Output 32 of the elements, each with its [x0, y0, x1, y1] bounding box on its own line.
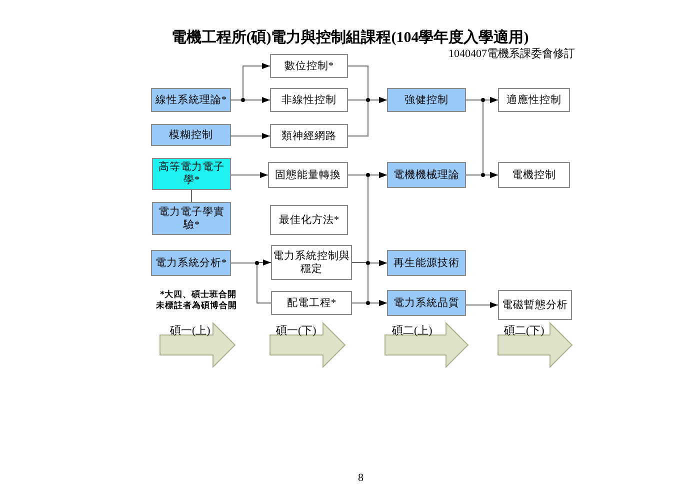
course-box: 電力電子學實驗*: [152, 202, 231, 235]
course-box: 配電工程*: [271, 291, 352, 315]
course-box: 類神經網路: [270, 124, 348, 148]
course-box: 電機控制: [498, 162, 570, 188]
semester-label: 碩一(下): [276, 324, 316, 339]
connector-arrow: [230, 172, 268, 178]
semester-label: 碩二(上): [392, 324, 432, 339]
connector-arrow: [348, 97, 388, 136]
course-box: 電力系統控制與穩定: [271, 245, 352, 280]
course-box: 電機機械理論: [387, 162, 466, 188]
semester-label: 碩二(下): [504, 324, 544, 339]
course-box: 強健控制: [387, 88, 466, 112]
course-box: 高等電力電子學*: [152, 158, 231, 190]
course-box: 線性系統理論*: [151, 88, 231, 112]
course-box: 最佳化方法*: [270, 205, 348, 235]
course-box: 固態能量轉換: [268, 162, 348, 188]
semester-label: 碩一(上): [170, 324, 210, 339]
course-box: 電力系統分析*: [151, 250, 231, 276]
connector-arrow: [466, 302, 498, 308]
footnote: *大四、碩士班合開: [160, 290, 236, 300]
connector-arrow: [230, 133, 270, 139]
course-box: 電磁暫態分析: [498, 290, 572, 320]
course-box: 適應性控制: [498, 88, 570, 112]
course-box: 再生能源技術: [387, 250, 466, 276]
course-box: 數位控制*: [270, 54, 348, 78]
page-number: 8: [358, 471, 364, 486]
footnote: 未標註者為碩博合開: [156, 301, 237, 312]
course-box: 非線性控制: [270, 88, 348, 112]
title: 電機工程所(碩)電力與控制組課程(104學年度入學適用): [170, 28, 530, 48]
revision-note: 1040407電機系課委會修訂: [448, 46, 575, 62]
course-box: 電力系統品質: [387, 290, 466, 316]
course-box: 模糊控制: [151, 124, 231, 146]
